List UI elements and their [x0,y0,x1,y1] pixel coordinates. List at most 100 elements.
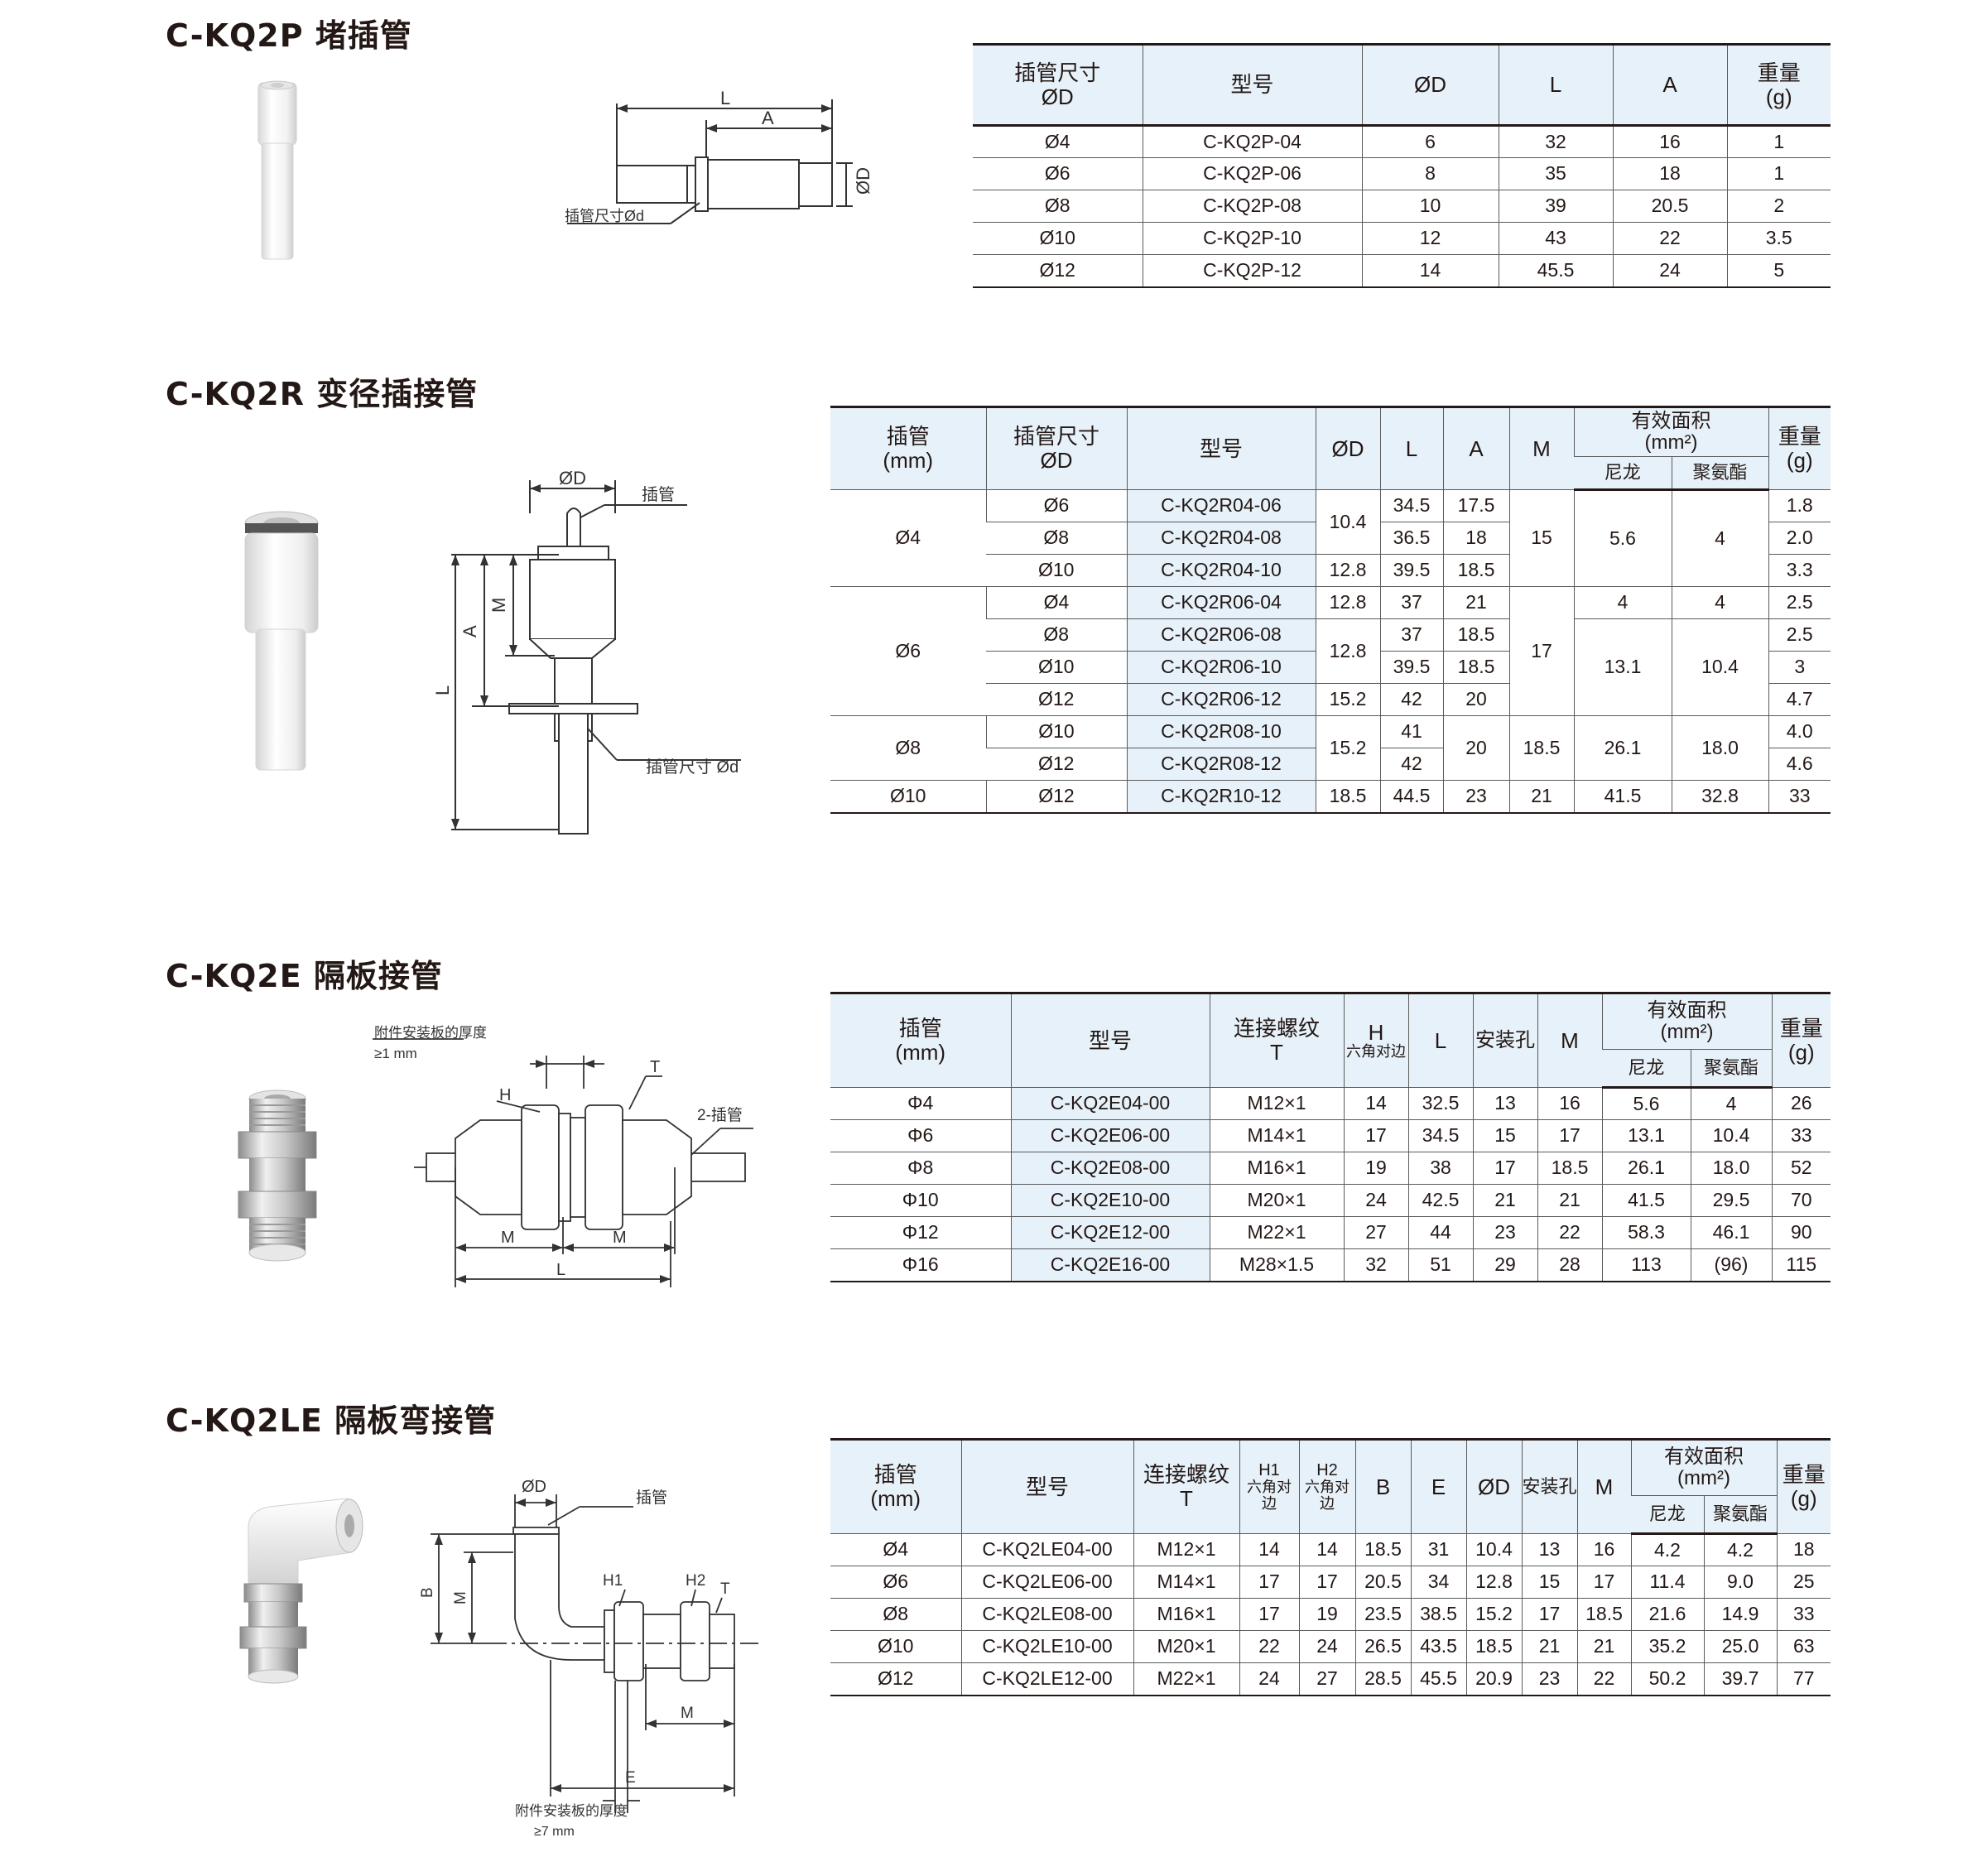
table-cell: 12.8 [1315,554,1380,587]
table-cell: 18 [1442,522,1509,555]
table-cell: 22 [1576,1662,1631,1696]
table-cell: 3.3 [1768,554,1831,587]
table-cell: 50.2 [1630,1662,1704,1696]
table-cell: 27 [1343,1216,1408,1249]
section-title-kq2r: C-KQ2R 变径插接管 [166,376,479,412]
group-cell: Ø8 [830,715,986,781]
table-cell: 13 [1472,1087,1537,1120]
table-cell: 10.4 [1671,618,1768,716]
table-row: Ø4 Ø6 C-KQ2R04-06 10.4 34.5 17.5 15 5.6 … [830,489,1831,587]
table-cell: 1 [1726,157,1831,190]
table-cell: Ø8 [973,190,1143,223]
table-cell: 29.5 [1690,1184,1772,1217]
table-cell: 44.5 [1379,780,1443,814]
kq2e-dimension-drawing: 附件安装板的厚度 ≥1 mm H T 2-插管 M M L [373,1025,753,1287]
table-cell: 41.5 [1601,1184,1691,1217]
table-cell: 10 [1361,190,1499,223]
table-cell: 23 [1472,1216,1537,1249]
table-cell: Φ16 [830,1248,1011,1282]
table-cell: 77 [1776,1662,1831,1696]
table-row: Ø8 Ø10 C-KQ2R08-10 15.2 41 20 18.5 26.1 … [830,715,1831,781]
table-cell: Φ10 [830,1184,1011,1217]
table-cell: Ø10 [973,222,1143,255]
kq2p-label-D: ØD [853,167,873,195]
table-cell: 2.5 [1768,618,1831,652]
model-cell: C-KQ2LE08-00 [960,1598,1133,1631]
table-cell: 37 [1379,618,1443,652]
table-cell: 39.5 [1379,651,1443,684]
kq2le-label-B: B [419,1587,436,1598]
table-cell: M16×1 [1209,1152,1344,1185]
table-cell: 15 [1508,489,1574,587]
model-cell: C-KQ2P-06 [1142,157,1362,190]
table-cell: 17 [1472,1152,1537,1185]
table-cell: Ø12 [985,780,1127,814]
kq2le-label-D: ØD [522,1478,546,1496]
table-row: Ø6 Ø4 C-KQ2R06-04 12.8 37 21 17 4 4 2.5 [830,586,1831,716]
kq2e-label-H: H [499,1086,511,1104]
label-text: (mm²) [1677,1467,1730,1489]
table-cell: 33 [1776,1598,1831,1631]
table-cell: M16×1 [1133,1598,1239,1631]
table-cell: 12 [1361,222,1499,255]
table-cell: 113 [1601,1248,1691,1282]
table-cell: Ø12 [830,1662,961,1696]
table-row: Ø10 Ø12 C-KQ2R10-12 18.5 44.5 23 21 41.5… [830,780,1831,814]
table-cell: 26.1 [1573,715,1672,781]
table-cell: 18.5 [1442,651,1509,684]
kq2r-label-M: M [488,598,509,613]
model-cell: C-KQ2P-04 [1142,125,1362,158]
table-cell: 5 [1726,254,1831,288]
header-b: B [1354,1438,1411,1534]
kq2e-label-tube: 2-插管 [697,1106,743,1124]
table-cell: 41 [1379,715,1443,748]
table-cell: 33 [1771,1119,1831,1152]
table-cell: Ø10 [986,554,1127,587]
label-text: ØD [1041,84,1074,109]
label-text: 连接螺纹 [1143,1462,1229,1488]
table-cell: 23.5 [1354,1598,1411,1631]
table-cell: 4.6 [1768,748,1831,781]
model-cell: C-KQ2R10-12 [1126,780,1316,814]
table-cell: 12.8 [1315,618,1380,684]
table-cell: 34.5 [1407,1119,1473,1152]
table-cell: Ø6 [985,489,1127,522]
label-text: 六角对边 [1247,1479,1292,1512]
header-l: L [1407,992,1473,1088]
header-model: 型号 [960,1438,1133,1534]
table-cell: 26 [1771,1087,1831,1120]
label-text: 插管尺寸 [1014,60,1101,85]
kq2le-label-M2: M [681,1705,694,1722]
table-cell: 17 [1537,1119,1602,1152]
table-cell: Ø10 [830,1630,961,1663]
table-cell: 16 [1576,1533,1631,1566]
table-cell: Ø10 [986,651,1127,684]
label-text: (g) [1790,1486,1817,1511]
table-cell: 14 [1343,1087,1408,1120]
table-cell: 20 [1442,715,1509,781]
table-cell: 18.0 [1690,1152,1772,1185]
table-cell: 32.5 [1407,1087,1473,1120]
kq2le-label-plate-min: ≥7 mm [534,1825,575,1839]
table-cell: M20×1 [1133,1630,1239,1663]
header-weight: 重量(g) [1771,992,1831,1088]
kq2le-label-plate: 附件安装板的厚度 [515,1803,628,1819]
table-cell: 37 [1379,586,1443,619]
table-cell: 25.0 [1703,1630,1777,1663]
model-cell: C-KQ2R04-10 [1126,554,1316,587]
header-m: M [1576,1438,1631,1534]
header-mount-hole: 安装孔 [1521,1438,1577,1534]
kq2le-label-T: T [720,1580,730,1598]
table-cell: 18.5 [1537,1152,1602,1185]
label-text: H [1368,1019,1384,1045]
label-text: 有效面积 [1664,1445,1744,1468]
table-cell: M12×1 [1209,1087,1344,1120]
label-text: 有效面积 [1631,409,1711,432]
table-cell: Ø6 [830,1566,961,1599]
